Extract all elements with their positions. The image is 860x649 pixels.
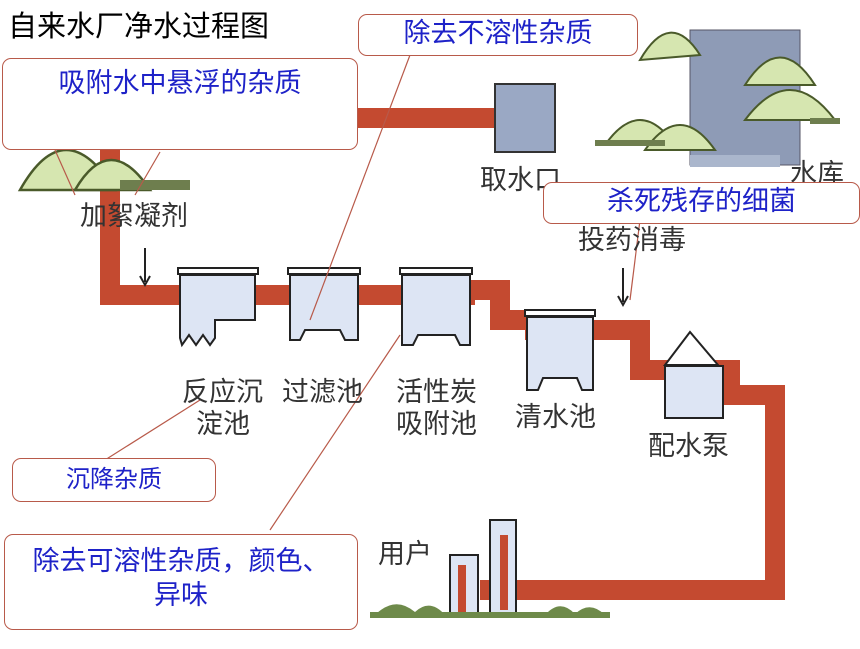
coagulant-shrubs (120, 180, 190, 190)
user-buildings (449, 519, 517, 616)
page-title: 自来水厂净水过程图 (8, 9, 270, 43)
callout-settle-impurities: 沉降杂质 (12, 458, 216, 502)
label-pump: 配水泵 (648, 431, 729, 462)
carbon-tank-shape (399, 267, 473, 346)
label-coagulant: 加絮凝剂 (80, 201, 188, 232)
pump-house (662, 330, 724, 419)
ground-shrubs (370, 604, 610, 618)
callout-remove-soluble: 除去可溶性杂质，颜色、异味 (4, 534, 358, 630)
reaction-tank (177, 267, 259, 348)
label-clear-tank: 清水池 (515, 402, 596, 433)
callout-pointers (54, 54, 641, 531)
label-disinfect: 投药消毒 (578, 225, 686, 256)
label-carbon-tank-2: 吸附池 (396, 409, 477, 440)
clear-tank-shape (524, 309, 596, 391)
callout-adsorb-suspended: 吸附水中悬浮的杂质 (2, 58, 358, 150)
reservoir-edge (690, 155, 780, 167)
label-carbon-tank-1: 活性炭 (396, 377, 477, 408)
label-reaction-tank-1: 反应沉 (182, 377, 263, 408)
callout-kill-bacteria: 杀死残存的细菌 (543, 182, 860, 224)
label-filter-tank: 过滤池 (282, 377, 363, 408)
label-reaction-tank-2: 淀池 (196, 409, 250, 440)
intake-building (494, 83, 556, 153)
label-users: 用户 (378, 539, 432, 570)
filter-tank-shape (287, 267, 361, 341)
reservoir-shrubs (595, 118, 840, 146)
callout-remove-insoluble: 除去不溶性杂质 (358, 14, 638, 56)
